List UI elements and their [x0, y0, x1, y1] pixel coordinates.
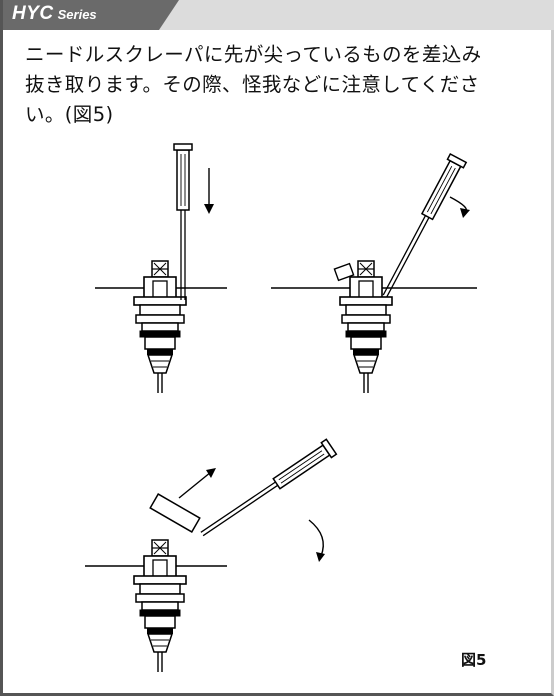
series-main: HYC — [12, 3, 54, 24]
instruction-line-2: 抜き取ります。その際、怪我などに注意してくださ — [25, 73, 480, 96]
figure-5-illustration — [85, 143, 477, 673]
step-3-remove-drawing — [85, 438, 338, 673]
series-sub: Series — [57, 7, 97, 22]
step-1-insert-drawing — [95, 143, 227, 394]
series-tab-shape — [3, 0, 179, 30]
step-2-tilt-drawing — [271, 153, 477, 394]
instruction-line-1: ニードルスクレーパに先が尖っているものを差込み — [25, 43, 482, 66]
figure-caption: 図5 — [461, 651, 487, 669]
instruction-line-3: い。(図5) — [25, 103, 114, 126]
instruction-text: ニードルスクレーパに先が尖っているものを差込み 抜き取ります。その際、怪我などに… — [25, 40, 545, 130]
